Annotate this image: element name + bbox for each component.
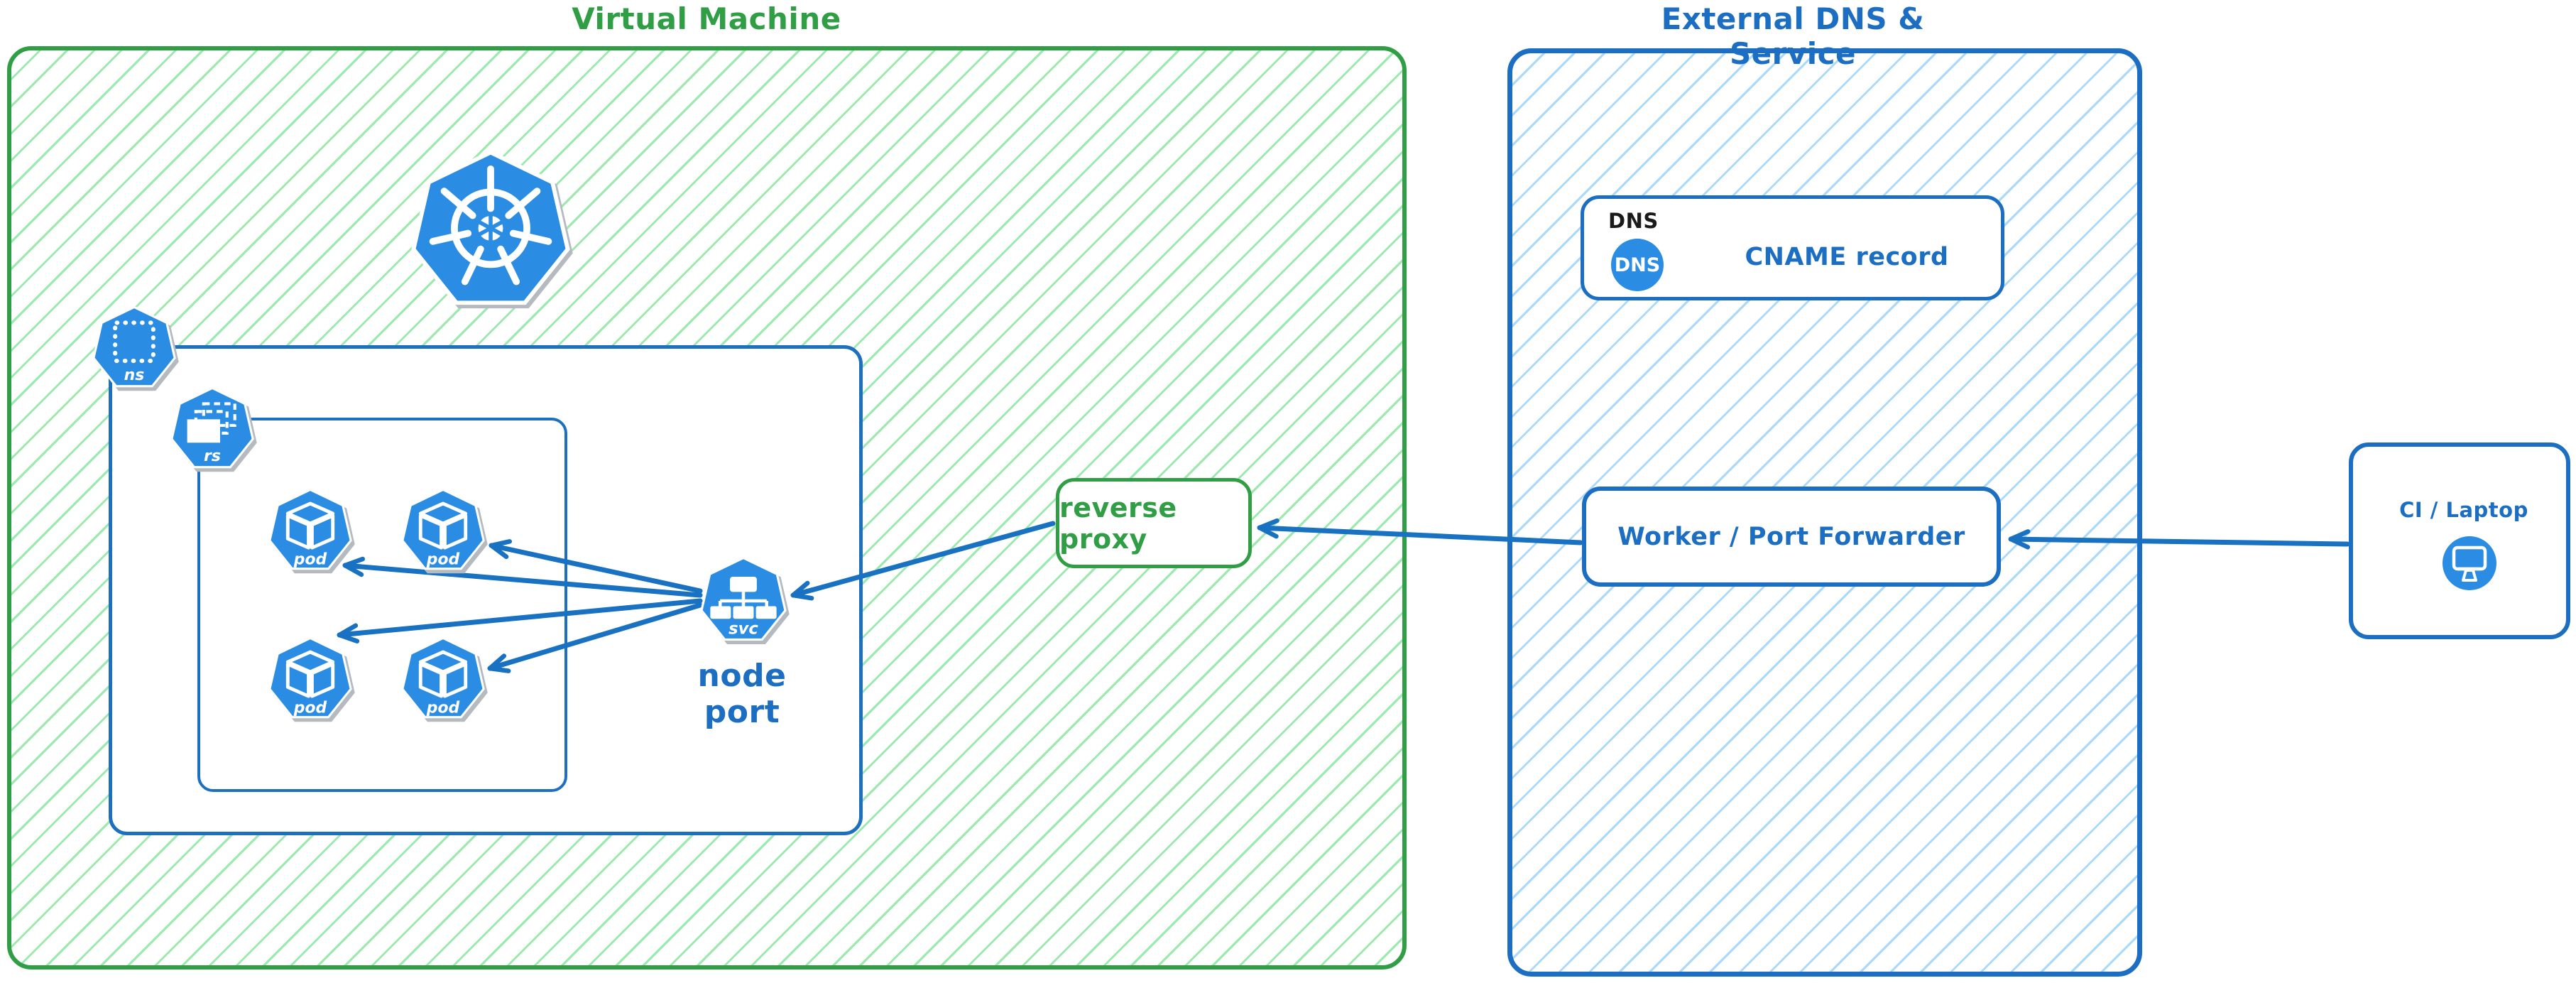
ci-laptop-label: CI / Laptop	[2399, 498, 2528, 522]
pod-1-icon: pod	[268, 488, 352, 570]
ns-icon-label: ns	[124, 366, 145, 384]
pod-icon-label: pod	[293, 550, 327, 568]
pod-icon-label: pod	[426, 550, 460, 568]
monitor-icon	[2443, 536, 2496, 590]
external-dns-title: External DNS & Service	[1661, 1, 1925, 71]
worker-port-forwarder-node: Worker / Port Forwarder	[1582, 487, 2001, 587]
dns-tag-label: DNS	[1608, 209, 1659, 233]
worker-label: Worker / Port Forwarder	[1617, 522, 1965, 551]
dns-cname-node: DNS DNS CNAME record	[1581, 195, 2004, 300]
replicaset-box	[197, 418, 567, 792]
reverse-proxy-node: reverse proxy	[1056, 478, 1252, 568]
reverse-proxy-label: reverse proxy	[1059, 492, 1177, 555]
pod-3-icon: pod	[268, 636, 352, 719]
dns-badge-icon: DNS	[1611, 239, 1664, 291]
dns-badge-label: DNS	[1614, 254, 1661, 276]
pod-2-icon: pod	[401, 488, 485, 570]
kubernetes-logo-icon	[411, 150, 570, 305]
svc-icon-label: svc	[728, 620, 758, 639]
node-port-label: node port	[697, 658, 787, 730]
cname-record-label: CNAME record	[1745, 243, 1949, 271]
ci-laptop-node: CI / Laptop	[2349, 442, 2570, 639]
rs-icon-label: rs	[204, 447, 221, 465]
virtual-machine-title: Virtual Machine	[572, 1, 841, 36]
pod-icon-label: pod	[293, 699, 327, 717]
pod-icon-label: pod	[426, 699, 460, 717]
replicaset-icon: rs	[170, 386, 254, 469]
service-icon: svc	[700, 556, 787, 641]
pod-4-icon: pod	[401, 636, 485, 719]
namespace-icon: ns	[92, 305, 176, 388]
